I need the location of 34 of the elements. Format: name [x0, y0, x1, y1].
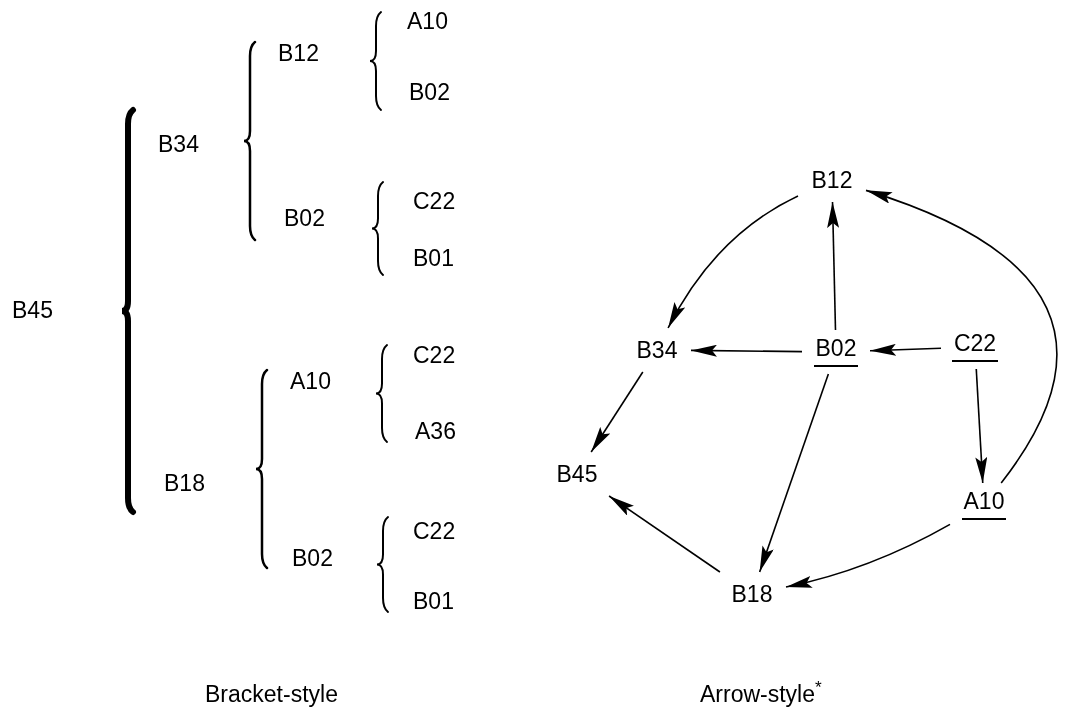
caption: Bracket-style	[205, 683, 338, 706]
bracket-label: B34	[158, 133, 199, 156]
node-label: B45	[547, 456, 607, 492]
bracket-label: C22	[413, 190, 456, 213]
arrow	[827, 201, 840, 331]
bracket-label: B18	[164, 472, 205, 495]
bracket-label: B45	[12, 299, 53, 322]
node-label: B18	[722, 576, 782, 612]
bracket-label: A10	[290, 370, 331, 393]
arrow	[690, 344, 803, 357]
bracket-label: C22	[413, 344, 456, 367]
node-label: B34	[627, 332, 687, 368]
bracket-label: B02	[292, 547, 333, 570]
node-label: A10	[954, 487, 1014, 523]
caption: Arrow-style$^{*}$	[700, 683, 822, 706]
arrow	[758, 373, 830, 573]
node-label: B02	[806, 334, 866, 370]
arrow	[608, 495, 721, 573]
bracket-label: A10	[407, 10, 448, 33]
node-label: C22	[945, 329, 1005, 365]
bracket-label: B02	[284, 207, 325, 230]
bracket-label: B02	[409, 81, 450, 104]
arrow	[785, 523, 951, 588]
node-label: B12	[802, 162, 862, 198]
bracket-label: B01	[413, 247, 454, 270]
arrow	[975, 368, 988, 484]
arrow	[590, 371, 644, 453]
bracket-label: A36	[415, 420, 456, 443]
bracket-label: B12	[278, 42, 319, 65]
bracket-label: C22	[413, 520, 456, 543]
bracket-label: B01	[413, 590, 454, 613]
arrow	[667, 195, 799, 329]
arrow	[869, 343, 942, 356]
arrow	[865, 189, 1058, 484]
